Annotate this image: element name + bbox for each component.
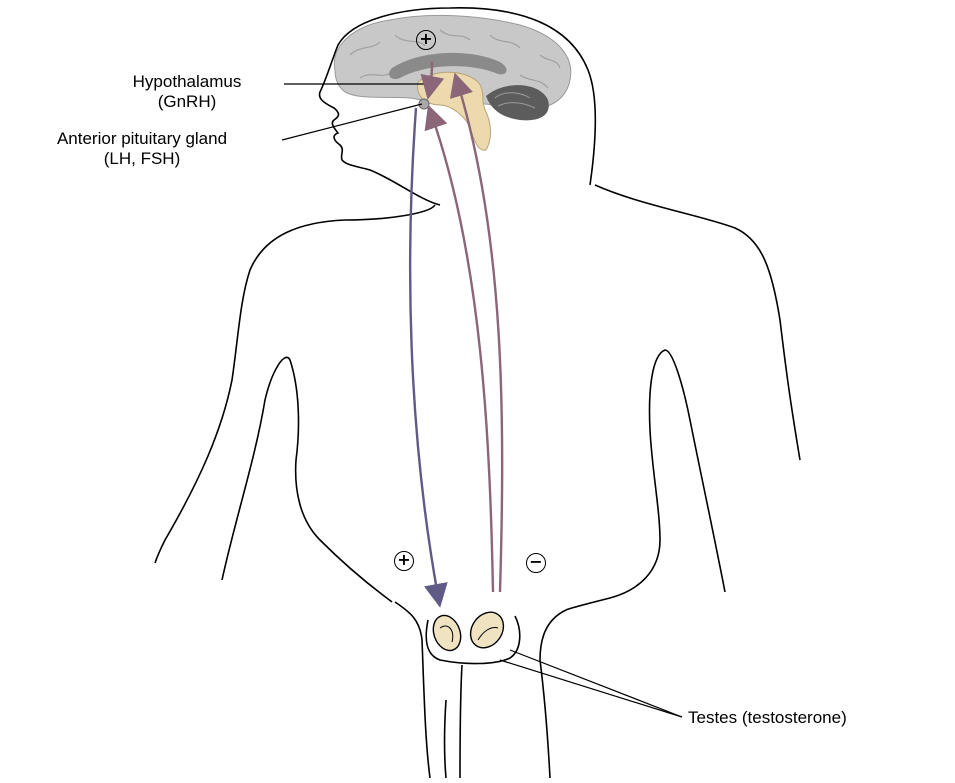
inner-leg-right: [460, 665, 462, 778]
stimulation-sign: +: [394, 551, 414, 571]
brain-stimulation-sign: +: [416, 30, 436, 50]
inner-leg-left: [445, 700, 447, 778]
brain: [334, 15, 570, 150]
body-outline: [155, 185, 800, 563]
hypothalamus-name: Hypothalamus: [92, 72, 282, 92]
hypothalamus-hormone: (GnRH): [92, 92, 282, 112]
pituitary-hormone: (LH, FSH): [4, 149, 280, 169]
testes-label: Testes (testosterone): [688, 708, 847, 728]
pituitary-label: Anterior pituitary gland (LH, FSH): [4, 129, 280, 169]
left-leg-outline: [395, 602, 430, 778]
right-arm-inner: [566, 350, 725, 610]
hypothalamus-label: Hypothalamus (GnRH): [92, 72, 282, 112]
testosterone-feedback-arrow-2: [458, 84, 502, 592]
right-leg-outline: [540, 610, 566, 778]
lh-fsh-arrow-down: [410, 108, 438, 596]
left-arm-inner: [222, 357, 392, 602]
pituitary-leader: [282, 104, 422, 140]
testes-leader-1: [500, 660, 682, 717]
testosterone-feedback-arrow-1: [432, 116, 493, 592]
testes-leader-2: [510, 650, 682, 717]
inhibition-sign: −: [526, 553, 546, 573]
pituitary-name: Anterior pituitary gland: [4, 129, 280, 149]
